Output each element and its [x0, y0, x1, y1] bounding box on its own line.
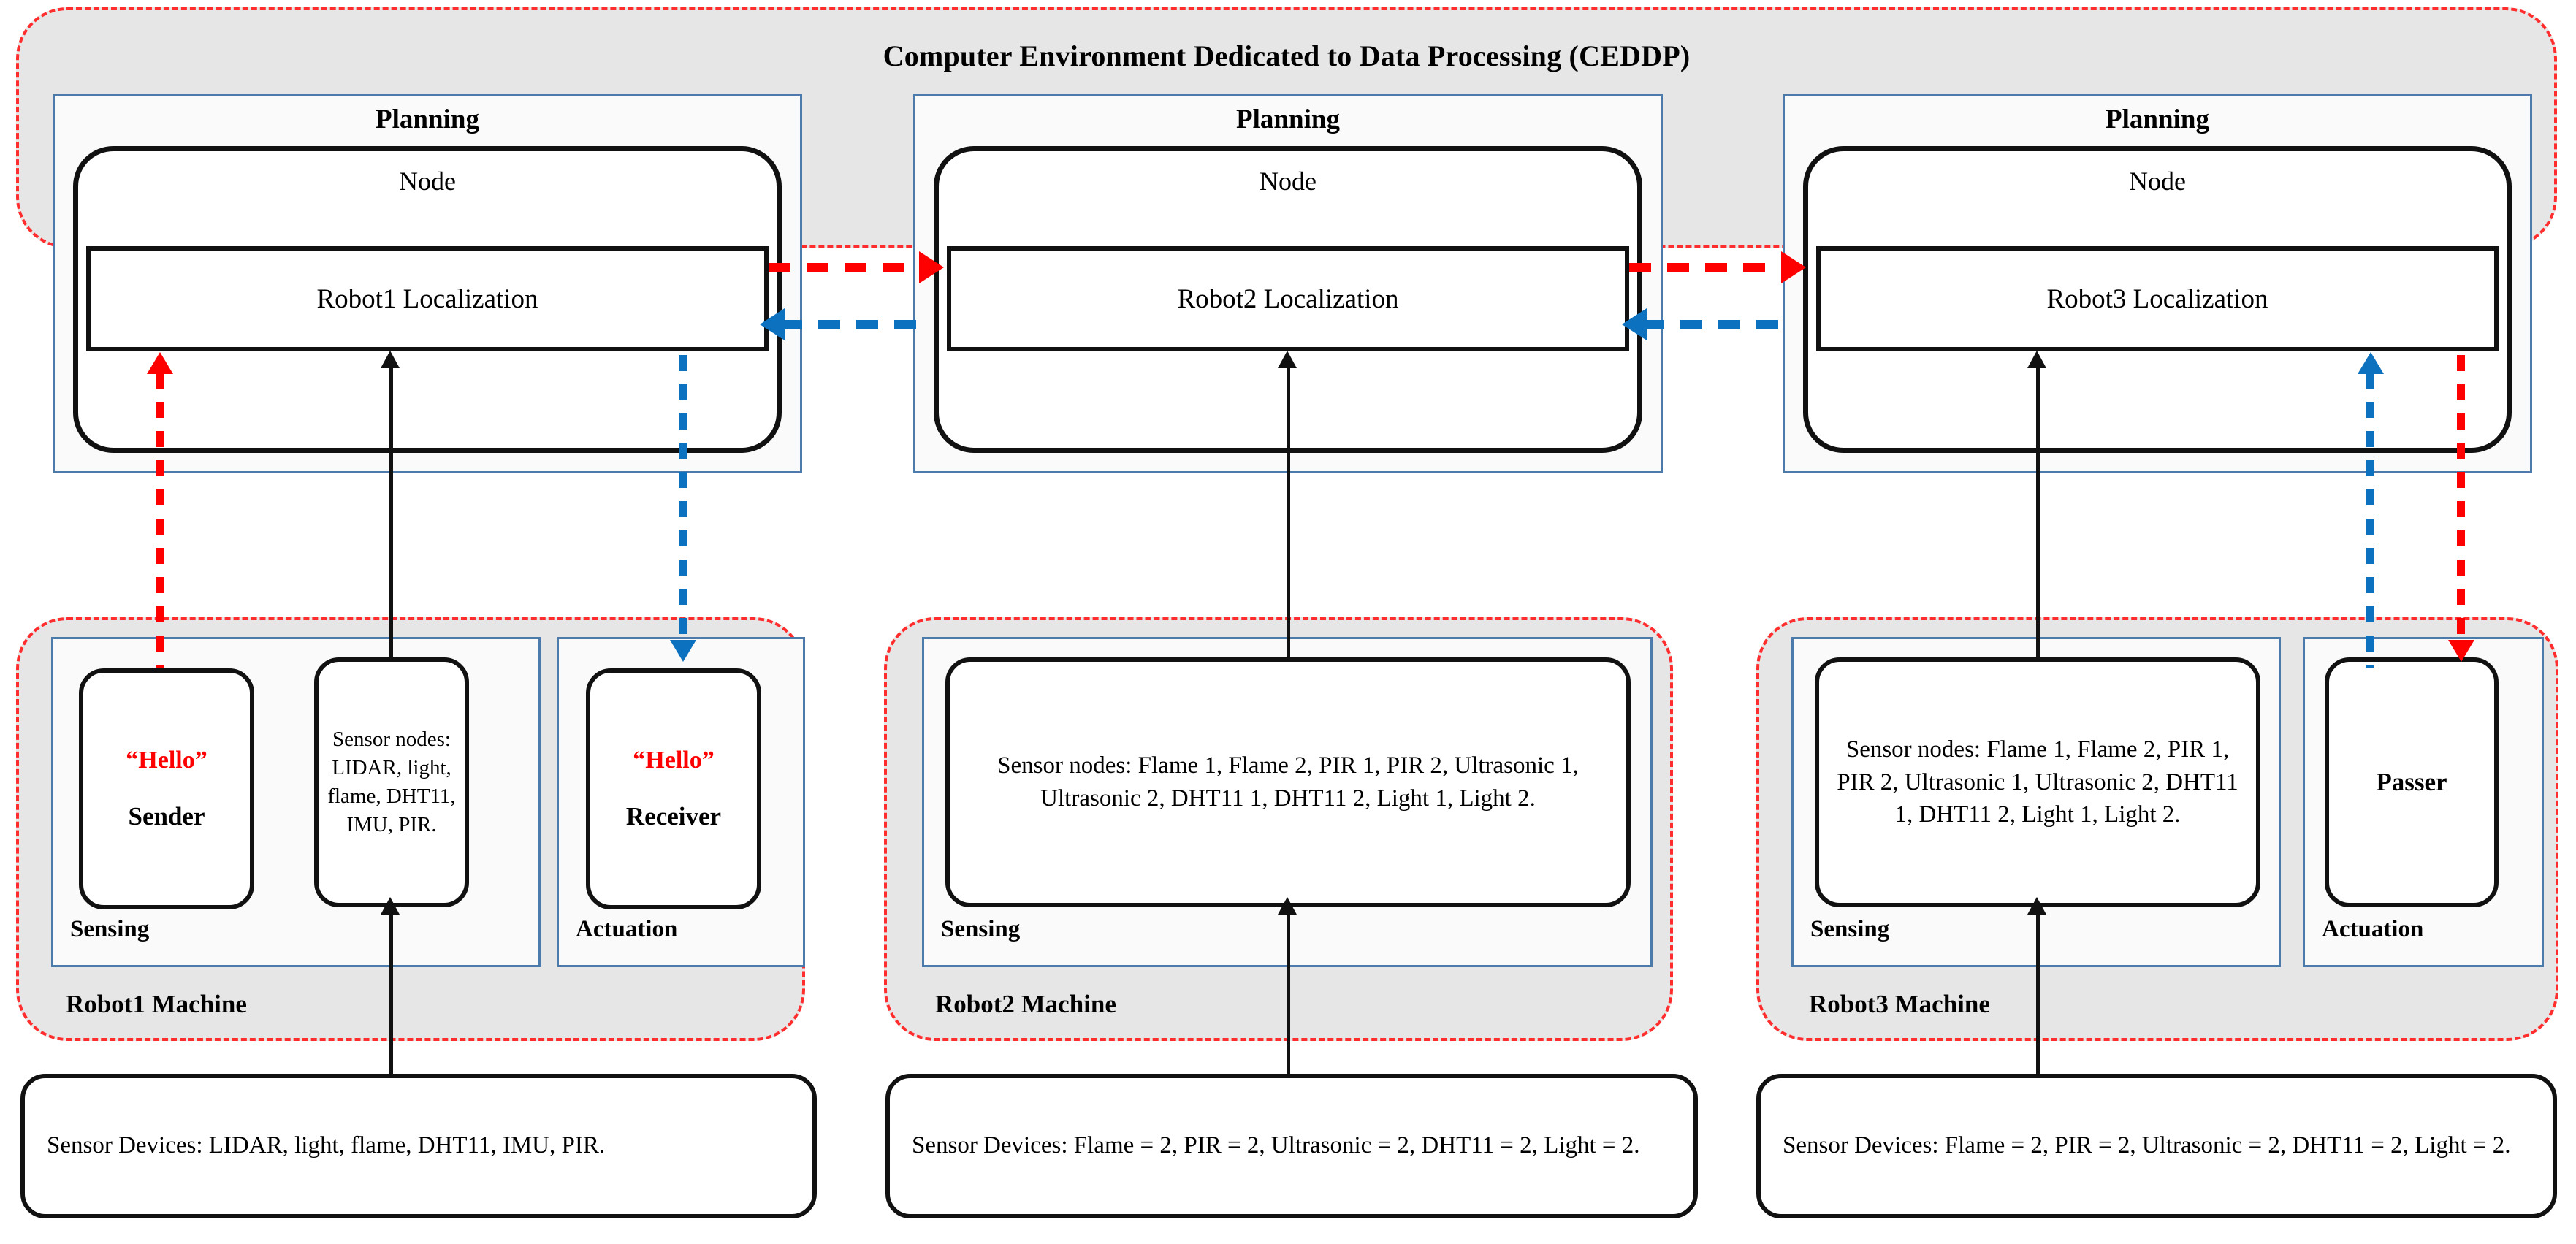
robot1-receiver-hello: “Hello” [633, 747, 715, 774]
link-blue-passer-to-loc3 [2366, 373, 2374, 668]
robot2-sensor-nodes-box[interactable]: Sensor nodes: Flame 1, Flame 2, PIR 1, P… [945, 657, 1631, 907]
localization-label-3: Robot3 Localization [2046, 283, 2268, 314]
link-black-dev1-to-nodes1 [389, 912, 393, 1077]
arrowhead-black-nodes3-to-loc3 [2027, 351, 2046, 368]
arrowhead-black-dev1-to-nodes1 [381, 897, 400, 915]
link-black-dev2-to-nodes2 [1287, 912, 1290, 1077]
robot2-sensor-devices-box[interactable]: Sensor Devices: Flame = 2, PIR = 2, Ultr… [885, 1074, 1698, 1218]
arrowhead-blue-loc1-to-receiver [670, 640, 696, 662]
robot2-sensing-label-text: Sensing [941, 916, 1021, 942]
localization-box-3[interactable]: Robot3 Localization [1816, 246, 2499, 351]
link-black-nodes3-to-loc3 [2036, 365, 2040, 657]
robot2-sensor-devices-text: Sensor Devices: Flame = 2, PIR = 2, Ultr… [912, 1132, 1640, 1159]
localization-label-2: Robot2 Localization [1177, 283, 1399, 314]
robot1-sender-box[interactable]: “Hello” Sender [79, 668, 254, 909]
robot1-machine-name: Robot1 Machine [66, 990, 504, 1019]
link-black-dev3-to-nodes3 [2036, 912, 2040, 1077]
planning-header-2-text: Planning [1236, 104, 1340, 134]
planning-header-3-text: Planning [2106, 104, 2209, 134]
robot3-sensing-label: Sensing [1810, 916, 1889, 943]
robot1-receiver-role: Receiver [625, 802, 722, 831]
ceddp-title: Computer Environment Dedicated to Data P… [16, 35, 2557, 76]
robot3-sensor-nodes-box[interactable]: Sensor nodes: Flame 1, Flame 2, PIR 1, P… [1815, 657, 2260, 907]
link-blue-r3-r2 [1642, 320, 1788, 329]
node-label-2-text: Node [1260, 167, 1316, 196]
robot2-machine-name-text: Robot2 Machine [935, 990, 1116, 1018]
arrowhead-blue-r2-r1 [760, 308, 785, 340]
arrowhead-black-nodes2-to-loc2 [1278, 351, 1297, 368]
robot3-machine-name-text: Robot3 Machine [1809, 990, 1990, 1018]
arrowhead-red-r2-r3 [1781, 251, 1806, 283]
robot1-machine-name-text: Robot1 Machine [66, 990, 247, 1018]
ceddp-title-text: Computer Environment Dedicated to Data P… [883, 39, 1691, 72]
robot1-sensor-devices-box[interactable]: Sensor Devices: LIDAR, light, flame, DHT… [20, 1074, 817, 1218]
node-label-1: Node [73, 164, 782, 198]
robot1-sensor-devices-text: Sensor Devices: LIDAR, light, flame, DHT… [47, 1132, 606, 1159]
arrowhead-black-nodes1-to-loc1 [381, 351, 400, 368]
robot3-passer-role: Passer [2376, 768, 2447, 796]
robot2-sensor-nodes-text: Sensor nodes: Flame 1, Flame 2, PIR 1, P… [997, 752, 1579, 812]
node-label-1-text: Node [399, 167, 456, 196]
link-blue-r2-r1 [780, 320, 926, 329]
robot1-sensor-nodes-text: Sensor nodes: LIDAR, light, flame, DHT11… [327, 728, 456, 836]
robot1-sender-role: Sender [128, 802, 205, 831]
robot3-sensing-label-text: Sensing [1810, 916, 1890, 942]
arrowhead-red-r1-r2 [919, 251, 944, 283]
robot3-actuation-label: Actuation [2322, 916, 2423, 943]
robot1-actuation-label-text: Actuation [576, 916, 678, 942]
planning-header-1: Planning [53, 102, 802, 136]
robot1-sensing-label: Sensing [70, 916, 149, 943]
node-label-3: Node [1803, 164, 2512, 198]
planning-header-1-text: Planning [376, 104, 479, 134]
link-red-loc3-to-passer [2457, 355, 2465, 641]
link-red-sender-to-loc1 [156, 373, 164, 668]
link-red-r1-r2 [769, 263, 922, 272]
arrowhead-blue-r3-r2 [1622, 308, 1647, 340]
robot2-machine-name: Robot2 Machine [935, 990, 1373, 1019]
localization-box-2[interactable]: Robot2 Localization [947, 246, 1629, 351]
robot3-sensor-nodes-text: Sensor nodes: Flame 1, Flame 2, PIR 1, P… [1837, 736, 2238, 828]
node-label-3-text: Node [2129, 167, 2186, 196]
planning-header-3: Planning [1783, 102, 2532, 136]
link-black-nodes1-to-loc1 [389, 365, 393, 657]
robot3-sensor-devices-text: Sensor Devices: Flame = 2, PIR = 2, Ultr… [1783, 1132, 2511, 1159]
robot1-sensor-nodes-box[interactable]: Sensor nodes: LIDAR, light, flame, DHT11… [314, 657, 469, 907]
robot1-actuation-label: Actuation [576, 916, 677, 943]
arrowhead-red-loc3-to-passer [2448, 640, 2474, 662]
link-red-r2-r3 [1629, 263, 1784, 272]
robot3-actuation-label-text: Actuation [2322, 916, 2424, 942]
robot3-sensor-devices-box[interactable]: Sensor Devices: Flame = 2, PIR = 2, Ultr… [1756, 1074, 2557, 1218]
localization-label-1: Robot1 Localization [316, 283, 538, 314]
robot1-sensing-label-text: Sensing [70, 916, 150, 942]
planning-header-2: Planning [913, 102, 1663, 136]
arrowhead-black-dev2-to-nodes2 [1278, 897, 1297, 915]
robot2-sensing-label: Sensing [941, 916, 1020, 943]
arrowhead-black-dev3-to-nodes3 [2027, 897, 2046, 915]
node-label-2: Node [934, 164, 1642, 198]
robot3-machine-name: Robot3 Machine [1809, 990, 2247, 1019]
link-blue-loc1-to-receiver [679, 355, 687, 641]
robot1-sender-hello: “Hello” [126, 747, 207, 774]
link-black-nodes2-to-loc2 [1287, 365, 1290, 657]
arrowhead-red-sender-to-loc1 [147, 352, 173, 374]
robot1-receiver-box[interactable]: “Hello” Receiver [586, 668, 761, 909]
robot3-passer-box[interactable]: Passer [2325, 657, 2499, 907]
arrowhead-blue-passer-to-loc3 [2358, 352, 2384, 374]
localization-box-1[interactable]: Robot1 Localization [86, 246, 769, 351]
